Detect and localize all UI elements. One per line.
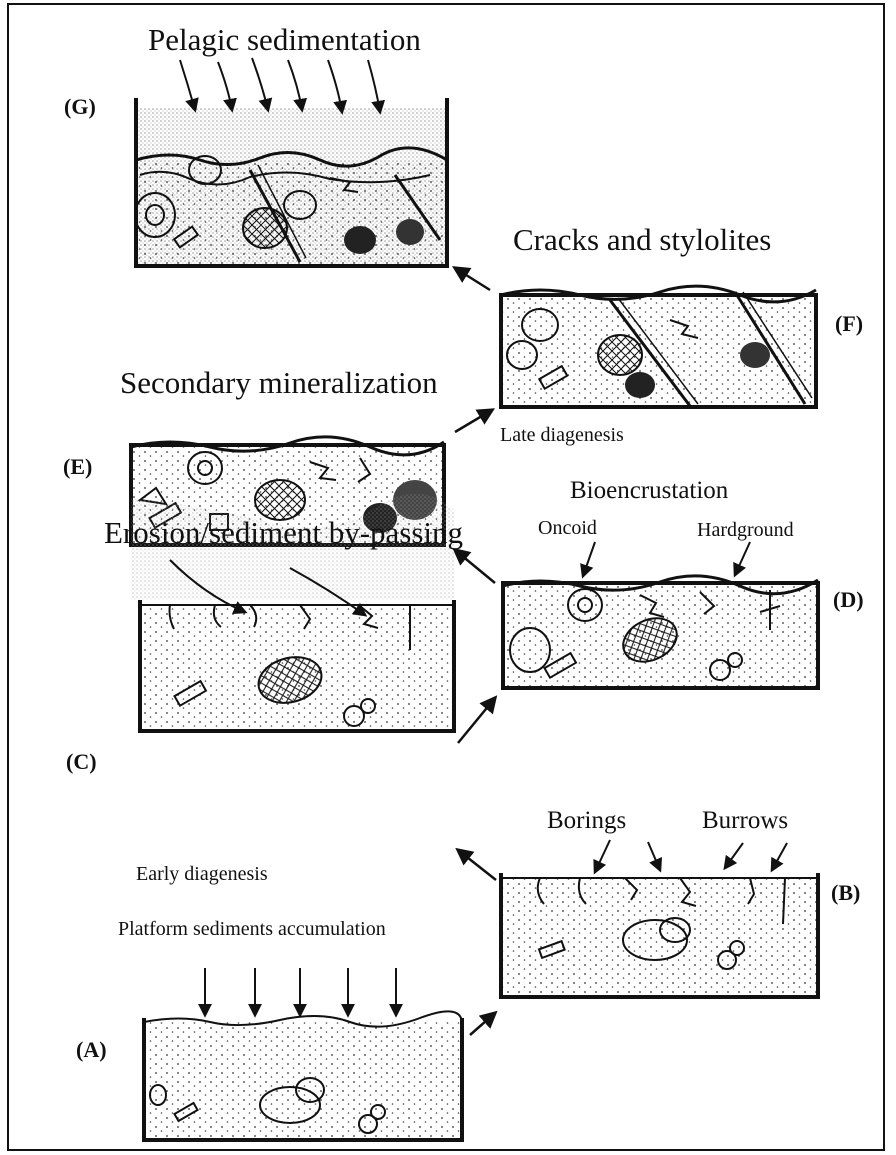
panel-c-id: (C) <box>66 751 97 773</box>
panel-a-id: (A) <box>76 1039 107 1061</box>
panel-a-box <box>144 1011 462 1140</box>
sequence-arrows <box>455 268 496 1035</box>
panel-f-id: (F) <box>835 313 863 335</box>
arrow-a-to-b <box>470 1013 495 1035</box>
hardground-label: Hardground <box>697 520 794 540</box>
panel-b-box <box>501 873 818 997</box>
callout-arrows-d <box>583 542 750 576</box>
panel-b-id: (B) <box>831 882 860 904</box>
arrow-d-to-e <box>455 550 495 583</box>
panel-e-id: (E) <box>63 456 92 478</box>
burrows-label: Burrows <box>702 808 788 833</box>
panel-d-box <box>503 576 818 688</box>
pelagic-arrows <box>180 58 380 112</box>
panel-c-title: Erosion/sediment by-passing <box>104 517 463 548</box>
panel-f-box <box>501 286 816 407</box>
panel-d-id: (D) <box>833 589 864 611</box>
panel-g-id: (G) <box>64 96 96 118</box>
arrow-c-to-d <box>458 698 495 743</box>
callout-arrows-b <box>595 840 787 872</box>
borings-label: Borings <box>547 808 626 833</box>
panel-a-title: Platform sediments accumulation <box>118 919 386 939</box>
panel-e-title: Secondary mineralization <box>120 367 438 398</box>
panel-g-box <box>135 98 447 266</box>
accumulation-arrows <box>205 968 396 1015</box>
arrow-b-to-c <box>458 850 496 880</box>
panel-c-note: Early diagenesis <box>136 864 268 884</box>
panel-d-title: Bioencrustation <box>570 478 728 503</box>
panel-g-title: Pelagic sedimentation <box>148 24 421 55</box>
oncoid-label: Oncoid <box>538 518 597 538</box>
arrow-f-to-g <box>455 268 490 290</box>
arrow-e-to-f <box>455 410 492 432</box>
panel-f-note: Late diagenesis <box>500 425 624 445</box>
panel-f-title: Cracks and stylolites <box>513 224 771 255</box>
